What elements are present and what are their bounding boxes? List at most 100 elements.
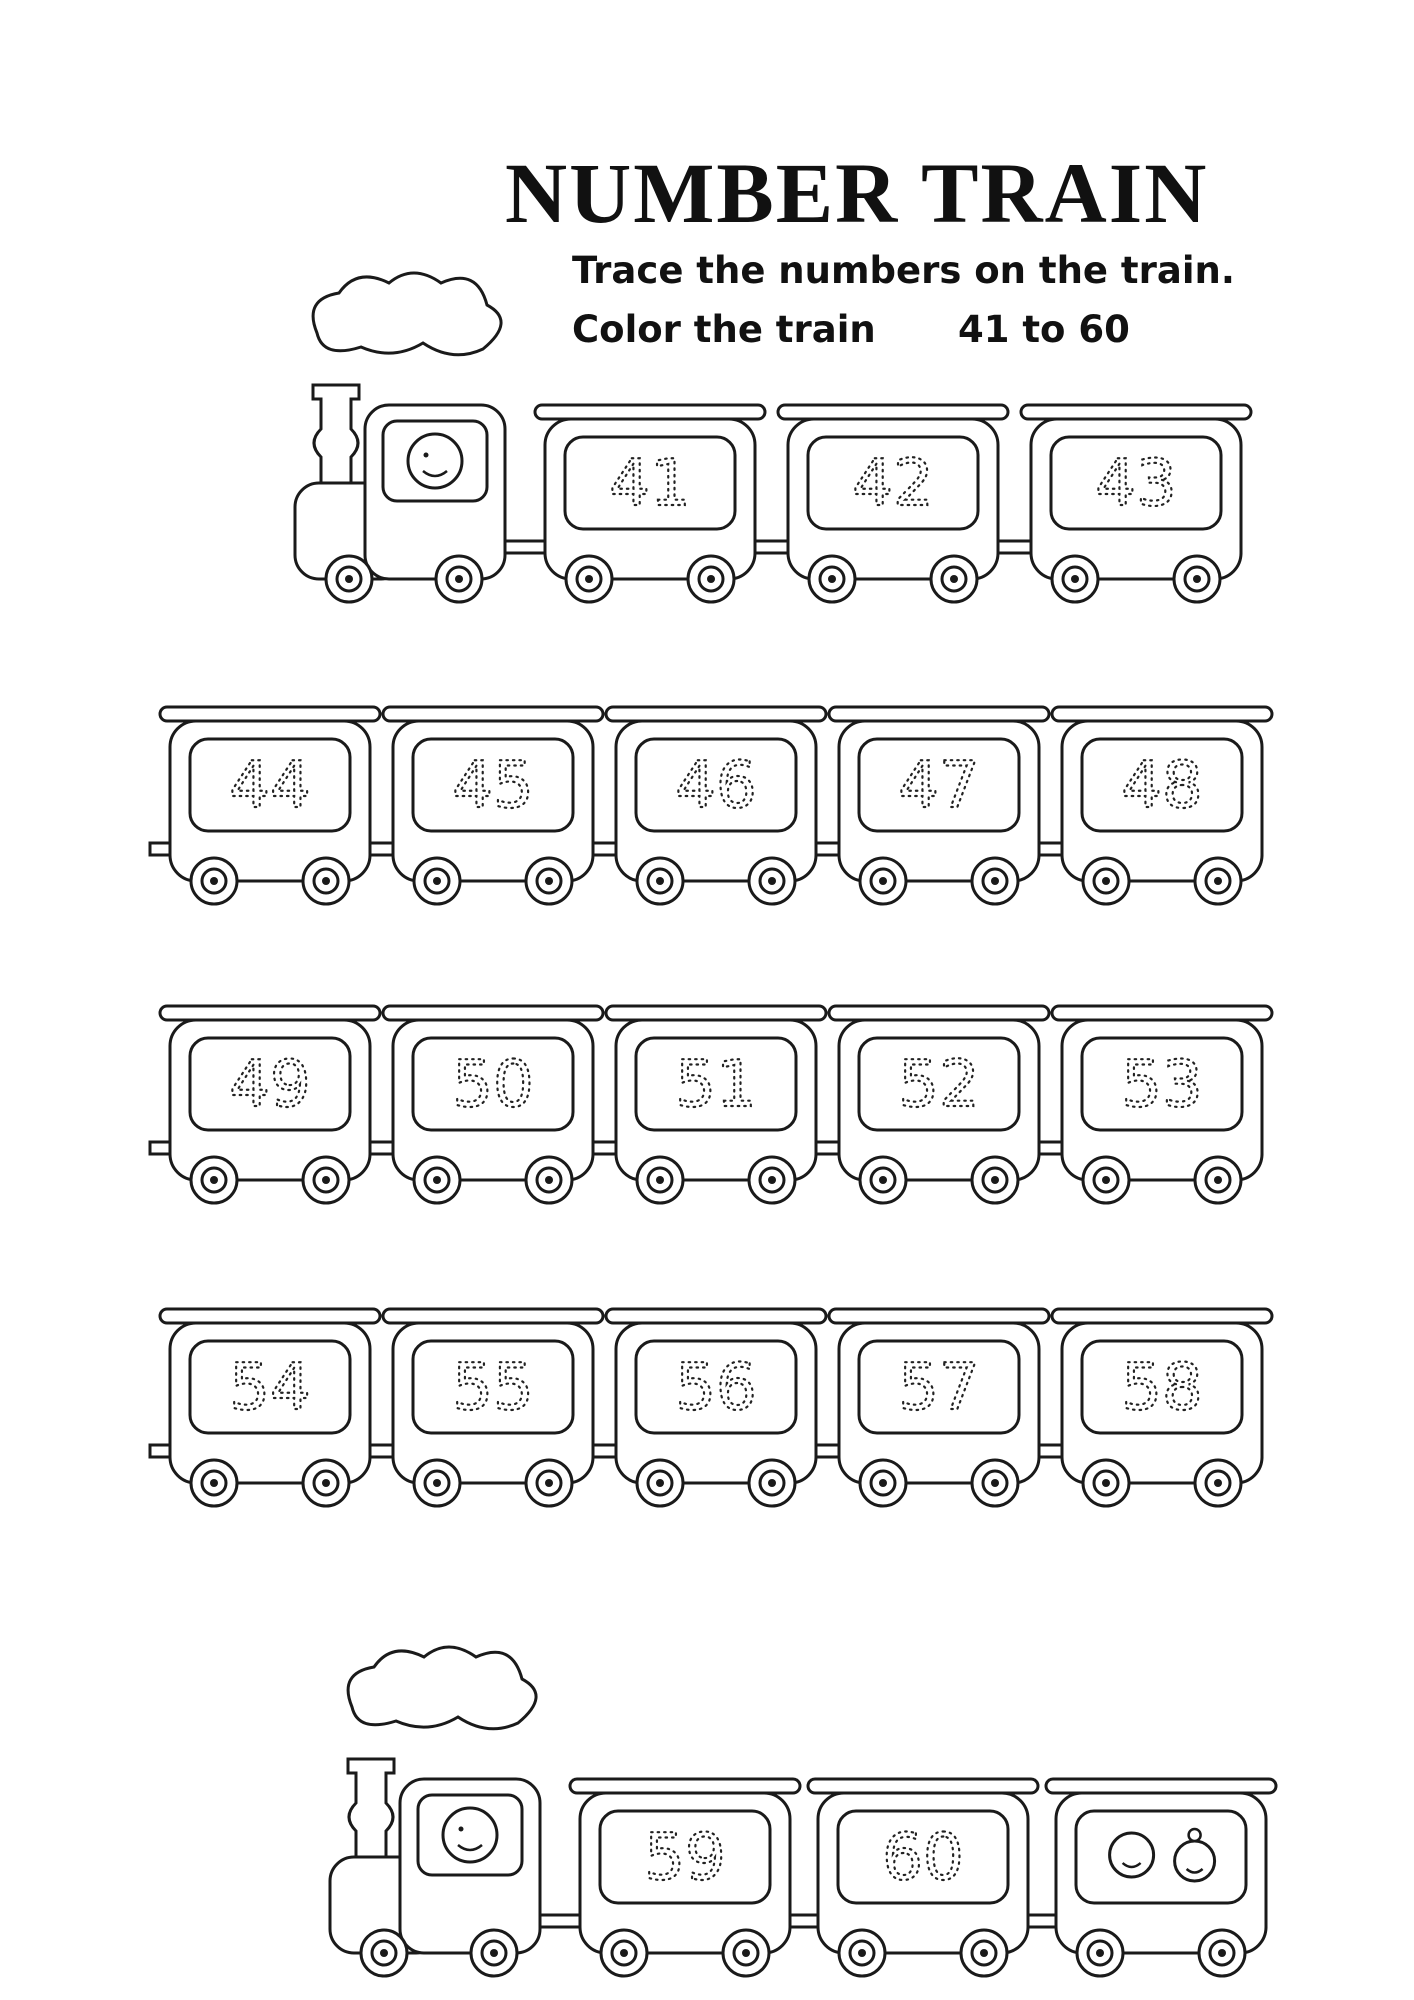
car-window [1074, 1809, 1248, 1905]
wheel [1193, 1155, 1243, 1205]
car-roof [604, 1004, 828, 1022]
wheel [1050, 554, 1100, 604]
train-car: 56 [604, 1307, 828, 1508]
wheel [189, 856, 239, 906]
page-title: NUMBER TRAIN [505, 145, 1209, 241]
tracing-number: 52 [898, 1048, 979, 1122]
hair-bun [1187, 1827, 1202, 1843]
eye [458, 1826, 464, 1832]
children-passengers [1108, 1827, 1217, 1883]
train-car: 55 [381, 1307, 605, 1508]
tracing-number: 51 [675, 1048, 756, 1122]
eye [423, 452, 429, 458]
car-roof [568, 1777, 802, 1795]
car-roof [381, 1307, 605, 1325]
wheel [635, 1155, 685, 1205]
wheel [858, 1155, 908, 1205]
instruction-color: Color the train [572, 308, 876, 351]
car-window [563, 435, 737, 531]
instruction-trace: Trace the numbers on the train. [572, 249, 1235, 292]
car-roof [604, 705, 828, 723]
car-window [836, 1809, 1010, 1905]
car-roof [158, 1307, 382, 1325]
car-window [188, 737, 352, 833]
train-engine [328, 1645, 542, 1978]
car-window [411, 1339, 575, 1435]
car-roof [604, 1307, 828, 1325]
car-window [411, 1036, 575, 1132]
wheel [189, 1155, 239, 1205]
tracing-number: 56 [675, 1351, 756, 1425]
wheel [359, 1928, 409, 1978]
wheel [721, 1928, 771, 1978]
car-window [634, 1036, 798, 1132]
wheel [524, 856, 574, 906]
car-roof [381, 1004, 605, 1022]
wheel [686, 554, 736, 604]
car-roof [1050, 705, 1274, 723]
car-roof [158, 1004, 382, 1022]
train-car: 50 [381, 1004, 605, 1205]
chimney [346, 1757, 396, 1869]
wheel [189, 1458, 239, 1508]
smoke-cloud [311, 271, 503, 357]
train-engine [293, 271, 507, 604]
tracing-number: 45 [452, 749, 533, 823]
wheel [837, 1928, 887, 1978]
train-row: 41 42 43 [293, 271, 1253, 604]
wheel [1172, 554, 1222, 604]
tracing-number: 58 [1121, 1351, 1202, 1425]
wheel [970, 1458, 1020, 1508]
wheel [1081, 1155, 1131, 1205]
car-roof [776, 403, 1010, 421]
tracing-number: 50 [452, 1048, 533, 1122]
wheel [412, 1458, 462, 1508]
train-car: 41 [533, 403, 767, 604]
smile [1185, 1868, 1204, 1874]
car-roof [1044, 1777, 1278, 1795]
wheel [970, 856, 1020, 906]
wheel [635, 1458, 685, 1508]
tracing-number: 41 [609, 447, 690, 521]
train-car: 44 [158, 705, 382, 906]
car-roof [1050, 1307, 1274, 1325]
train-car: 51 [604, 1004, 828, 1205]
wheel [301, 856, 351, 906]
smile [422, 470, 448, 478]
wheel [747, 1458, 797, 1508]
train-car [1044, 1777, 1278, 1978]
train-car: 49 [158, 1004, 382, 1205]
tracing-number: 54 [229, 1351, 310, 1425]
wheel [412, 1155, 462, 1205]
car-window [857, 737, 1021, 833]
car-window [634, 1339, 798, 1435]
wheel [1081, 1458, 1131, 1508]
tracing-number: 42 [852, 447, 933, 521]
train-car: 57 [827, 1307, 1051, 1508]
wheel [524, 1458, 574, 1508]
car-roof [827, 1307, 1051, 1325]
car-window [857, 1036, 1021, 1132]
wheel [929, 554, 979, 604]
wheel [599, 1928, 649, 1978]
train-car: 43 [1019, 403, 1253, 604]
tracing-number: 46 [675, 749, 756, 823]
car-window [1080, 1036, 1244, 1132]
train-row: 54 55 56 57 58 [148, 1307, 1274, 1508]
train-car: 52 [827, 1004, 1051, 1205]
car-window [806, 435, 980, 531]
wheel [747, 1155, 797, 1205]
tracing-number: 59 [644, 1821, 725, 1895]
driver-face [441, 1806, 499, 1864]
train-car: 54 [158, 1307, 382, 1508]
train-car: 48 [1050, 705, 1274, 906]
car-window [411, 737, 575, 833]
train-car: 45 [381, 705, 605, 906]
smoke-cloud [346, 1645, 538, 1731]
wheel [469, 1928, 519, 1978]
tracing-number: 48 [1121, 749, 1202, 823]
tracing-number: 55 [452, 1351, 533, 1425]
wheel [1197, 1928, 1247, 1978]
